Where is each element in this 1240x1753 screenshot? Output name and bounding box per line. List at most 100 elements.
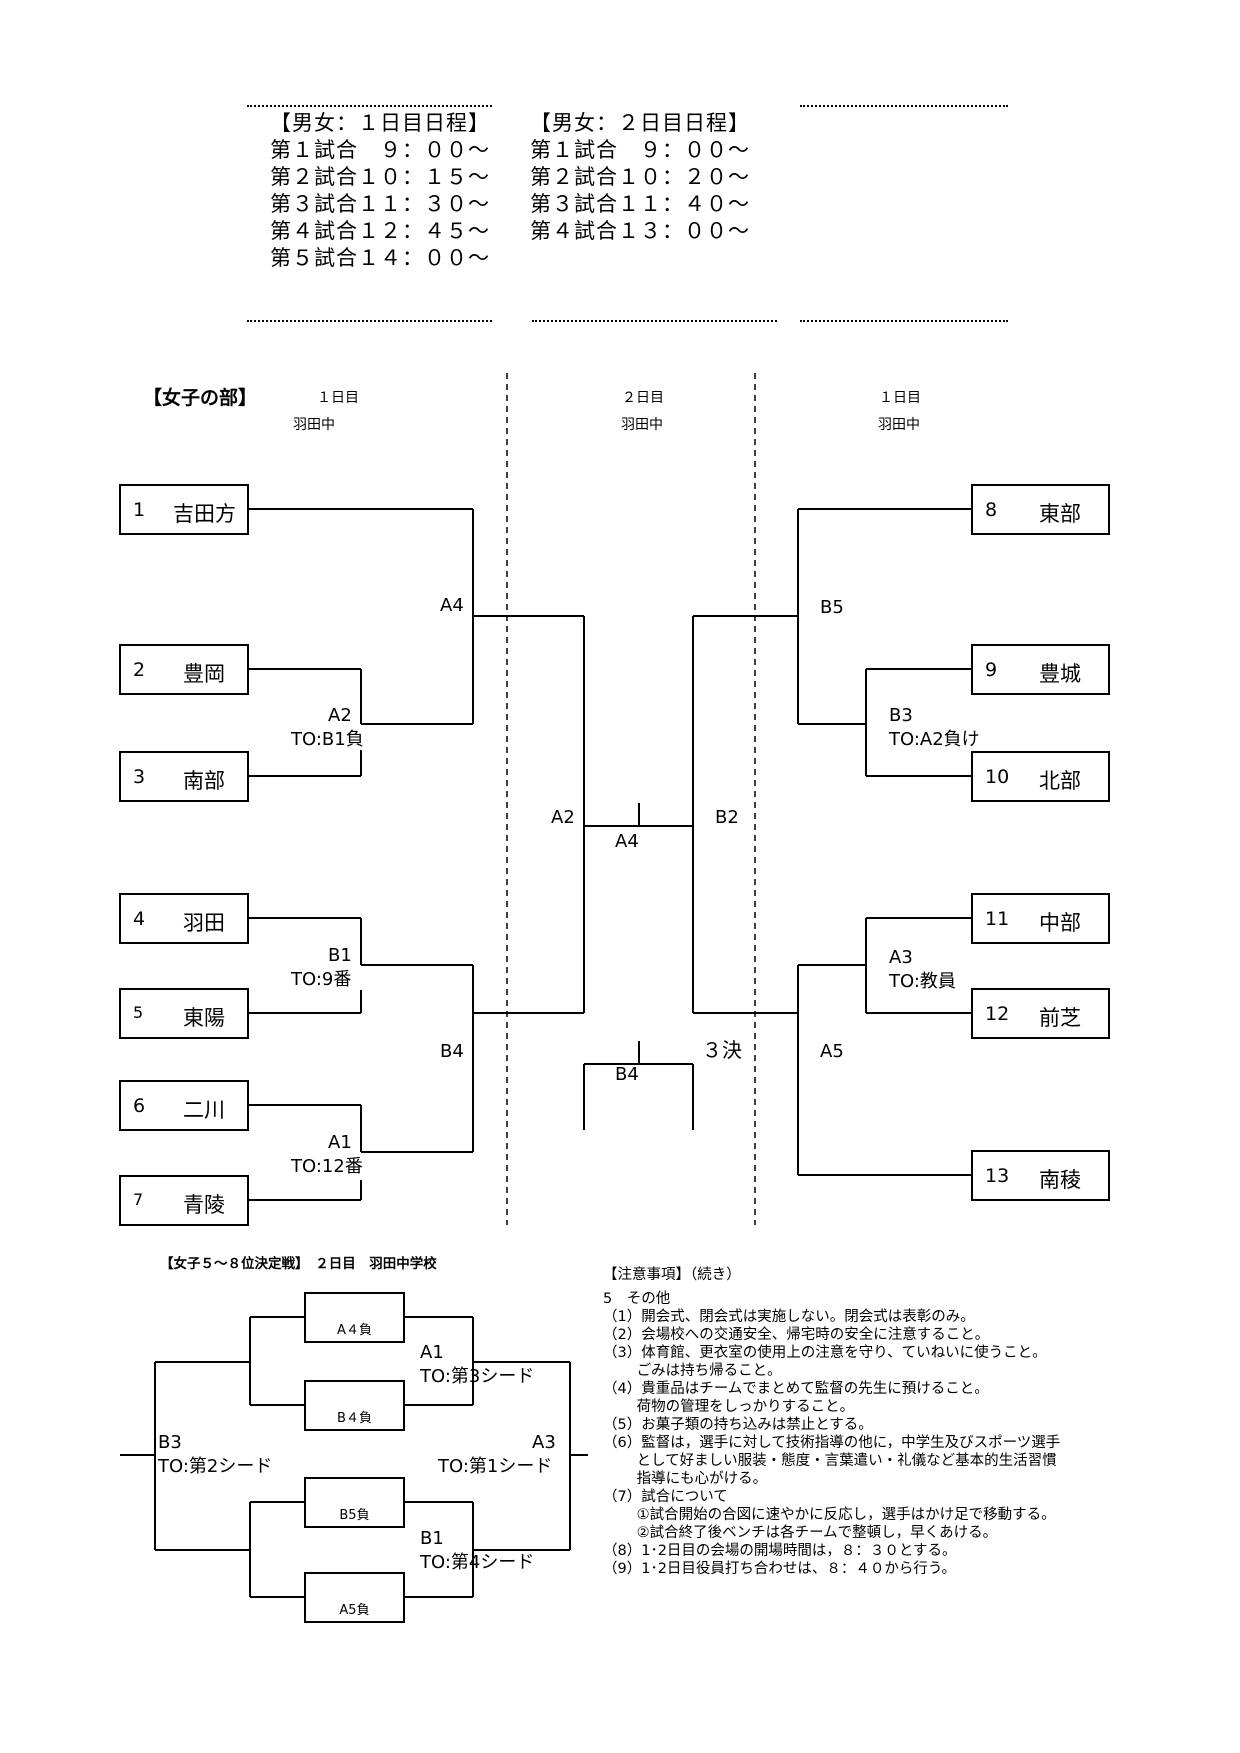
team-box-5: 5 東陽	[119, 988, 249, 1039]
schedule-day1-game-5: 第５試合１４：００～	[270, 246, 490, 270]
schedule-day1: 【男女：１日目日程】 第１試合 ９：００～ 第２試合１０：１５～ 第３試合１１：…	[270, 110, 490, 272]
team-box-13: 13 南稜	[971, 1150, 1110, 1201]
team-name: 北部	[1039, 769, 1081, 793]
team-number: 11	[985, 908, 1010, 930]
column-left-venue: 羽田中	[293, 417, 335, 433]
team-name: 豊城	[1039, 662, 1081, 686]
notes-line: ごみは持ち帰ること。	[603, 1363, 782, 1379]
bracket-title: 【女子の部】	[143, 387, 258, 409]
game-label-a3: A3	[889, 947, 913, 968]
team-number: 5	[133, 1003, 144, 1022]
team-number: 6	[133, 1095, 146, 1117]
team-name: 東陽	[183, 1006, 225, 1030]
team-name: 南稜	[1039, 1168, 1081, 1192]
team-number: 7	[133, 1190, 144, 1209]
placement-a3-label: A3	[532, 1432, 556, 1453]
column-center-venue: 羽田中	[621, 417, 663, 433]
notes-line: （1）開会式、閉会式は実施しない。閉会式は表彰のみ。	[603, 1309, 975, 1325]
team-box-8: 8 東部	[971, 484, 1110, 535]
placement-loser-box-4: A5負	[304, 1572, 405, 1623]
team-name: 豊岡	[183, 662, 225, 686]
game-label-b5: B5	[820, 597, 844, 618]
schedule-day2-title: 【男女：２日目日程】	[530, 111, 750, 135]
team-name: 中部	[1039, 911, 1081, 935]
third-place-title: ３決	[702, 1038, 742, 1062]
column-center-day: ２日目	[622, 390, 664, 406]
schedule-day1-game-3: 第３試合１１：３０～	[270, 192, 490, 216]
column-right-day: １日目	[879, 390, 921, 406]
notes-line: （3）体育館、更衣室の使用上の注意を守り、ていねいに使うこと。	[603, 1345, 1047, 1361]
team-number: 3	[133, 766, 146, 788]
notes-line: （7）試合について	[603, 1489, 728, 1505]
notes-line: （4）貴重品はチームでまとめて監督の先生に預けること。	[603, 1381, 989, 1397]
team-box-1: 1 吉田方	[119, 484, 249, 535]
team-box-3: 3 南部	[119, 751, 249, 802]
schedule-day1-game-2: 第２試合１０：１５～	[270, 165, 490, 189]
notes: 【注意事項】（続き） 5 その他 （1）開会式、閉会式は実施しない。閉会式は表彰…	[603, 1266, 1110, 1578]
notes-line: （9）1･2日目役員打ち合わせは、８：４０から行う。	[603, 1561, 957, 1577]
notes-line: （8）1･2日目の会場の開場時間は，８：３０とする。	[603, 1543, 957, 1559]
schedule-day2-game-3: 第３試合１１：４０～	[530, 192, 750, 216]
placement-loser-box-3: B5負	[304, 1477, 405, 1528]
notes-title: 【注意事項】（続き）	[603, 1267, 741, 1283]
team-box-10: 10 北部	[971, 751, 1110, 802]
schedule-day2-game-1: 第１試合 ９：００～	[530, 138, 750, 162]
team-box-11: 11 中部	[971, 893, 1110, 944]
schedule-day2: 【男女：２日目日程】 第１試合 ９：００～ 第２試合１０：２０～ 第３試合１１：…	[530, 110, 750, 245]
team-number: 2	[133, 659, 146, 681]
team-name: 前芝	[1039, 1006, 1081, 1030]
team-number: 12	[985, 1003, 1010, 1025]
team-box-9: 9 豊城	[971, 644, 1110, 695]
notes-line: として好ましい服装・態度・言葉遣い・礼儀など基本的生活習慣	[603, 1453, 1057, 1469]
loser-label: A5負	[339, 1603, 370, 1618]
game-label-a4: A4	[440, 595, 464, 616]
game-to-a2: TO:B1負	[291, 729, 364, 750]
game-to-a3: TO:教員	[889, 971, 956, 992]
team-box-4: 4 羽田	[119, 893, 249, 944]
game-label-a5: A5	[820, 1041, 844, 1062]
team-number: 4	[133, 908, 146, 930]
schedule-bottom-rule-3	[800, 320, 1008, 322]
team-name: 吉田方	[173, 502, 236, 526]
schedule-day1-game-1: 第１試合 ９：００～	[270, 138, 490, 162]
team-number: 10	[985, 766, 1010, 788]
game-to-a1: TO:12番	[291, 1156, 363, 1177]
schedule-day2-game-2: 第２試合１０：２０～	[530, 165, 750, 189]
schedule-top-rule-1	[247, 105, 492, 107]
game-to-b1: TO:9番	[291, 969, 352, 990]
game-to-b3: TO:A2負け	[889, 729, 980, 750]
semi-right-label: B2	[715, 807, 739, 828]
team-box-6: 6 二川	[119, 1080, 249, 1131]
placement-a1-label: A1	[420, 1342, 444, 1363]
notes-line: 荷物の管理をしっかりすること。	[603, 1399, 855, 1415]
notes-line: 5 その他	[603, 1291, 671, 1307]
schedule-day1-title: 【男女：１日目日程】	[270, 111, 490, 135]
team-name: 二川	[183, 1098, 225, 1122]
placement-loser-box-1: A４負	[304, 1292, 405, 1343]
semi-left-label: A2	[551, 807, 575, 828]
schedule-bottom-rule-2	[532, 320, 777, 322]
placement-a1-to: TO:第3シード	[420, 1366, 535, 1387]
final-label: A4	[615, 831, 639, 852]
team-box-2: 2 豊岡	[119, 644, 249, 695]
notes-line: ①試合開始の合図に速やかに反応し，選手はかけ足で移動する。	[603, 1507, 1056, 1523]
schedule-day1-game-4: 第４試合１２：４５～	[270, 219, 490, 243]
team-name: 羽田	[183, 911, 225, 935]
placement-b1-label: B1	[420, 1528, 444, 1549]
team-number: 13	[985, 1165, 1010, 1187]
notes-line: （6）監督は，選手に対して技術指導の他に，中学生及びスポーツ選手	[603, 1435, 1061, 1451]
placement-b1-to: TO:第4シード	[420, 1552, 535, 1573]
team-number: 9	[985, 659, 998, 681]
column-left-day: １日目	[317, 390, 359, 406]
placement-b3-label: B3	[158, 1432, 182, 1453]
schedule-bottom-rule-1	[247, 320, 492, 322]
game-label-b1: B1	[328, 945, 352, 966]
placement-a3-to: TO:第1シード	[438, 1456, 553, 1477]
schedule-day2-game-4: 第４試合１３：００～	[530, 219, 750, 243]
notes-line: （5）お菓子類の持ち込みは禁止とする。	[603, 1417, 873, 1433]
notes-line: 指導にも心がける。	[603, 1471, 768, 1487]
team-box-12: 12 前芝	[971, 988, 1110, 1039]
team-name: 東部	[1039, 502, 1081, 526]
loser-label: B４負	[337, 1411, 372, 1426]
